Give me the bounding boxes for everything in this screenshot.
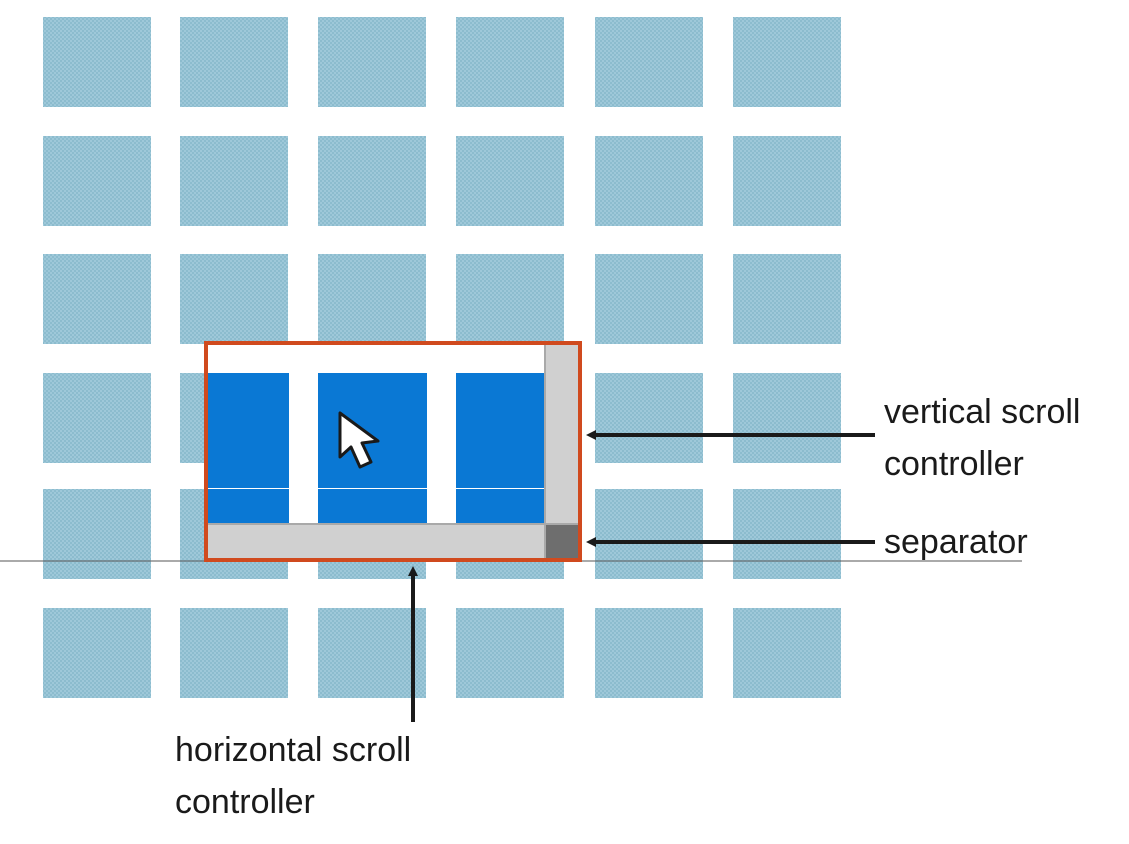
background-tile (318, 608, 426, 698)
viewport-tile (207, 373, 289, 488)
viewport-tile (456, 373, 545, 488)
background-tile (318, 254, 426, 344)
vertical-scroll-controller[interactable] (544, 343, 580, 525)
background-tile (595, 489, 703, 579)
scroll-separator (544, 523, 580, 560)
vertical-controller-label-line1: vertical scroll (884, 393, 1080, 431)
viewport[interactable] (180, 341, 582, 562)
background-tile (43, 17, 151, 107)
vertical-controller-label-line2: controller (884, 445, 1024, 483)
background-tile (733, 136, 841, 226)
background-tile (180, 136, 288, 226)
background-tile (318, 136, 426, 226)
background-tile (595, 136, 703, 226)
background-tile (456, 136, 564, 226)
background-tile (180, 254, 288, 344)
background-tile (456, 254, 564, 344)
horizontal-scroll-controller[interactable] (206, 523, 546, 560)
background-tile (595, 373, 703, 463)
background-tile (733, 489, 841, 579)
background-tile (43, 373, 151, 463)
separator-label: separator (884, 523, 1028, 561)
viewport-tile (318, 489, 427, 524)
horizontal-controller-label-line2: controller (175, 783, 315, 821)
background-tile (733, 373, 841, 463)
background-tile (318, 17, 426, 107)
background-tile (43, 608, 151, 698)
background-tile (733, 608, 841, 698)
horizontal-controller-label-line1: horizontal scroll (175, 731, 411, 769)
viewport-tile (207, 489, 289, 524)
viewport-tile (456, 489, 545, 524)
background-tile (456, 17, 564, 107)
background-tile (456, 608, 564, 698)
background-tile (733, 17, 841, 107)
background-tile (180, 17, 288, 107)
background-tile (595, 608, 703, 698)
viewport-border (204, 341, 582, 562)
background-tile (595, 254, 703, 344)
mouse-pointer-icon (338, 411, 380, 469)
background-tile (43, 254, 151, 344)
viewport-content (207, 373, 545, 524)
background-tile (43, 489, 151, 579)
background-tile (180, 608, 288, 698)
background-tile (733, 254, 841, 344)
background-tile (595, 17, 703, 107)
background-tile (43, 136, 151, 226)
viewport-tile (318, 373, 427, 488)
